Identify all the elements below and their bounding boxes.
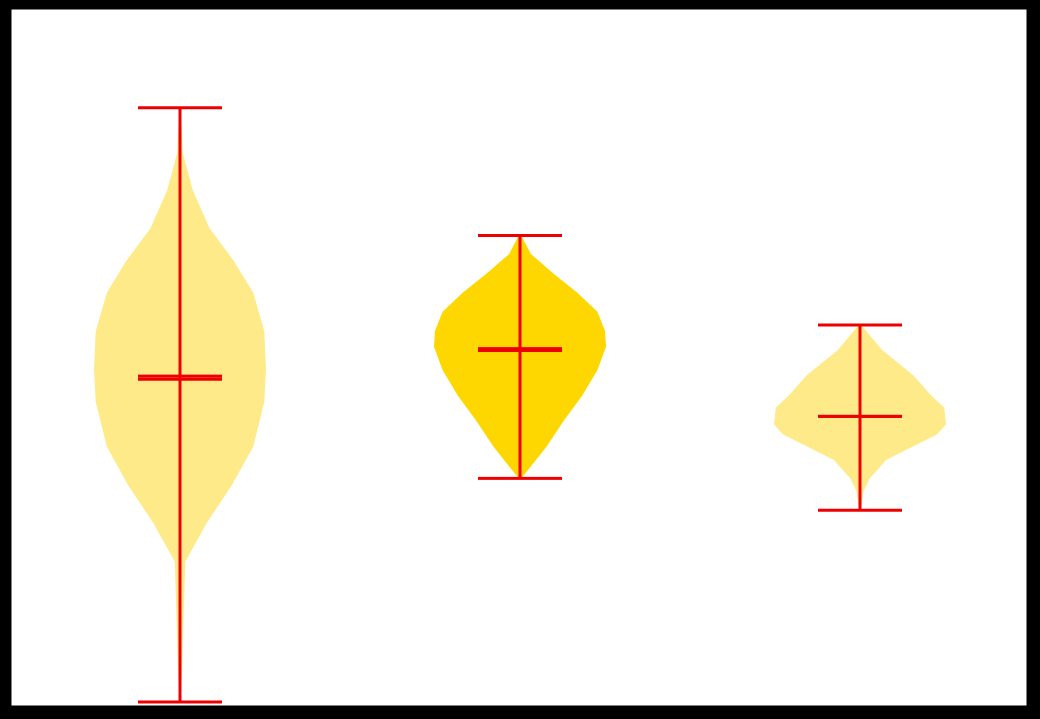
stats-group: [138, 106, 902, 704]
